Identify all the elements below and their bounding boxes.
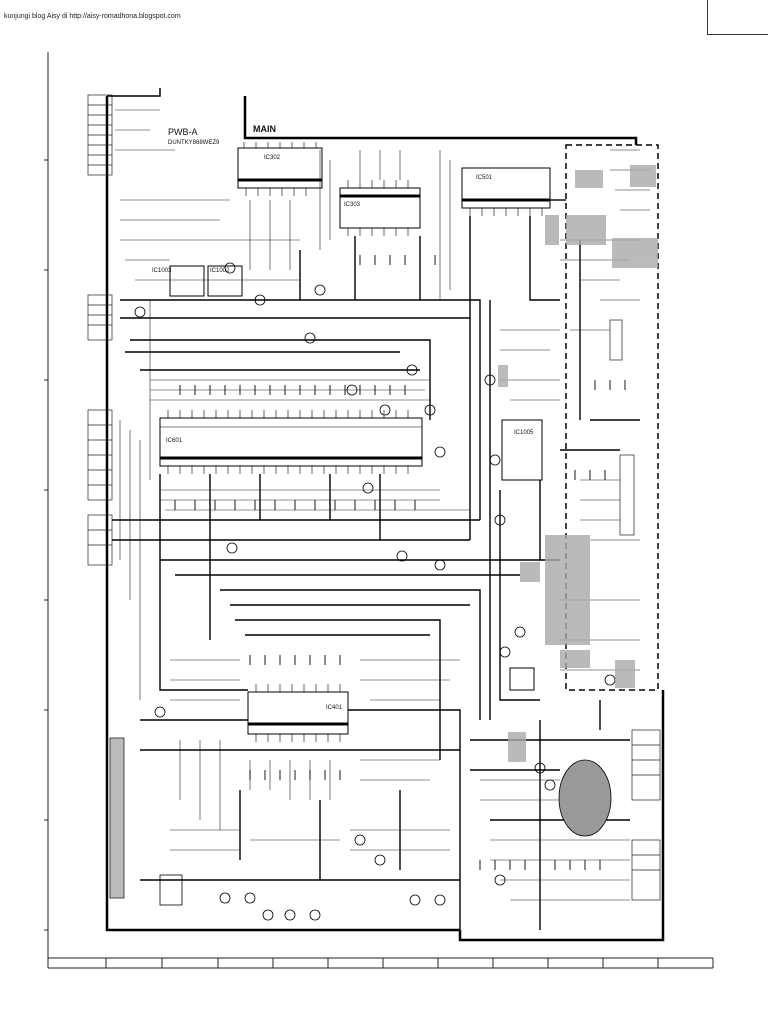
page-header-text: kunjungi blog Aisy di http://aisy-romadh…: [4, 13, 181, 20]
ic401-label: IC401: [326, 705, 343, 711]
shaded-circle: [558, 759, 612, 837]
ic-packages: [159, 147, 551, 735]
shaded-zones: [498, 165, 658, 762]
ic601-label: IC601: [166, 438, 183, 444]
ic303-label: IC303: [344, 202, 361, 208]
ic302-label: IC302: [264, 155, 281, 161]
ic1002-label: IC1002: [210, 268, 230, 274]
right-connectors: [609, 319, 661, 901]
ic1005-label: IC1005: [514, 430, 534, 436]
left-connector-shaded: [109, 737, 125, 899]
transistors: [134, 262, 616, 886]
section-title: MAIN: [253, 124, 276, 134]
ic501-label: IC501: [476, 175, 493, 181]
board-name: PWB-A: [168, 127, 198, 137]
signal-wiring: [115, 109, 650, 901]
drawing-frame: [44, 52, 714, 969]
component-ticks: [174, 255, 626, 870]
left-connectors: [87, 94, 113, 566]
board-outline: [105, 88, 665, 942]
corner-frame: [707, 0, 768, 35]
rca-jacks: [159, 874, 446, 921]
ic1003-label: IC1003: [152, 268, 172, 274]
ic-pins: [167, 142, 543, 742]
board-part-number: DUNTKY868WEZ9: [168, 140, 220, 146]
